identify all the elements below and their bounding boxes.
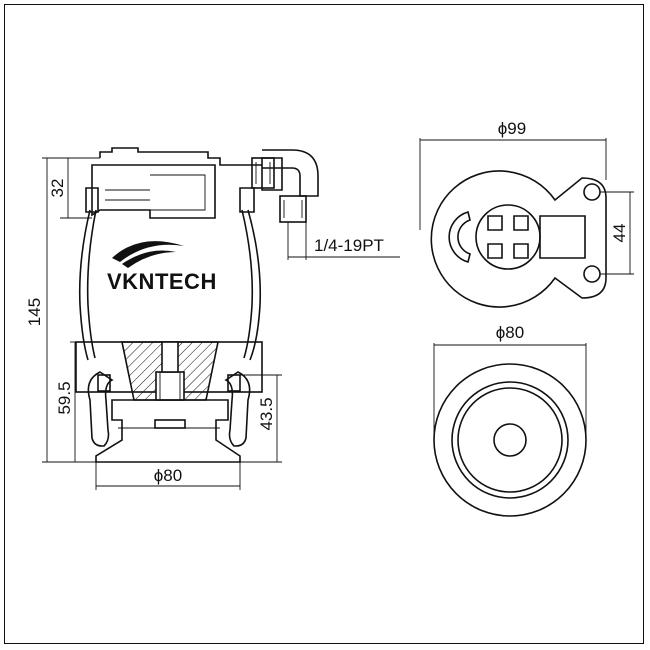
dim-piston-height: 43.5 [240, 374, 282, 463]
dim-thread: 1/4-19PT [287, 222, 400, 260]
dim-32-label: 32 [48, 179, 67, 198]
bellows-left [78, 209, 91, 361]
top-flange [430, 170, 607, 308]
bottom-outer-circle [433, 363, 587, 517]
bottom-ring-outer [451, 381, 569, 499]
lower-fold-left [87, 371, 114, 447]
logo-swoosh [112, 241, 184, 262]
dim-44-label: 44 [610, 224, 629, 243]
dim-bottom-diameter: ϕ80 [433, 323, 587, 440]
top-plate [99, 147, 283, 191]
top-view: ϕ99 44 [419, 119, 634, 308]
top-plate-body [91, 164, 216, 219]
dim-piston-diameter: ϕ80 [95, 462, 241, 490]
bottom-ring-inner [457, 387, 563, 493]
fitting-nut [279, 195, 307, 223]
dim-thread-label: 1/4-19PT [314, 236, 384, 255]
dim-top-height: 32 [48, 157, 100, 219]
lower-fold-right [224, 371, 251, 447]
piston-lower [95, 399, 241, 463]
mount-hole-bottom [583, 265, 601, 283]
bottom-view: ϕ80 [433, 323, 587, 517]
dim-lower-height: 59.5 [55, 341, 96, 463]
bellows-left-inner [86, 209, 97, 359]
dim-phi80-side-label: ϕ80 [154, 466, 182, 485]
dim-43-5-label: 43.5 [257, 397, 276, 430]
center-plug [475, 204, 541, 270]
dim-phi80-bottom-label: ϕ80 [496, 323, 524, 342]
dim-145-label: 145 [25, 298, 44, 326]
dim-top-diameter: ϕ99 [419, 119, 607, 230]
cross-grip [487, 215, 529, 259]
side-view: VKNTECH 145 32 59.5 43.5 [25, 147, 400, 490]
air-fitting [262, 149, 319, 197]
logo-text: VKNTECH [107, 269, 217, 294]
fitting-tab [539, 215, 586, 259]
mount-hole-top [583, 183, 601, 201]
dim-59-5-label: 59.5 [55, 381, 74, 414]
bottom-center-hole [493, 423, 527, 457]
bellows-right-inner [241, 209, 254, 359]
dim-stud-spacing: 44 [600, 191, 634, 275]
c-slot [448, 211, 471, 263]
bellows-right [247, 209, 262, 361]
dim-phi99-label: ϕ99 [498, 119, 526, 138]
drawing-frame [4, 4, 644, 644]
